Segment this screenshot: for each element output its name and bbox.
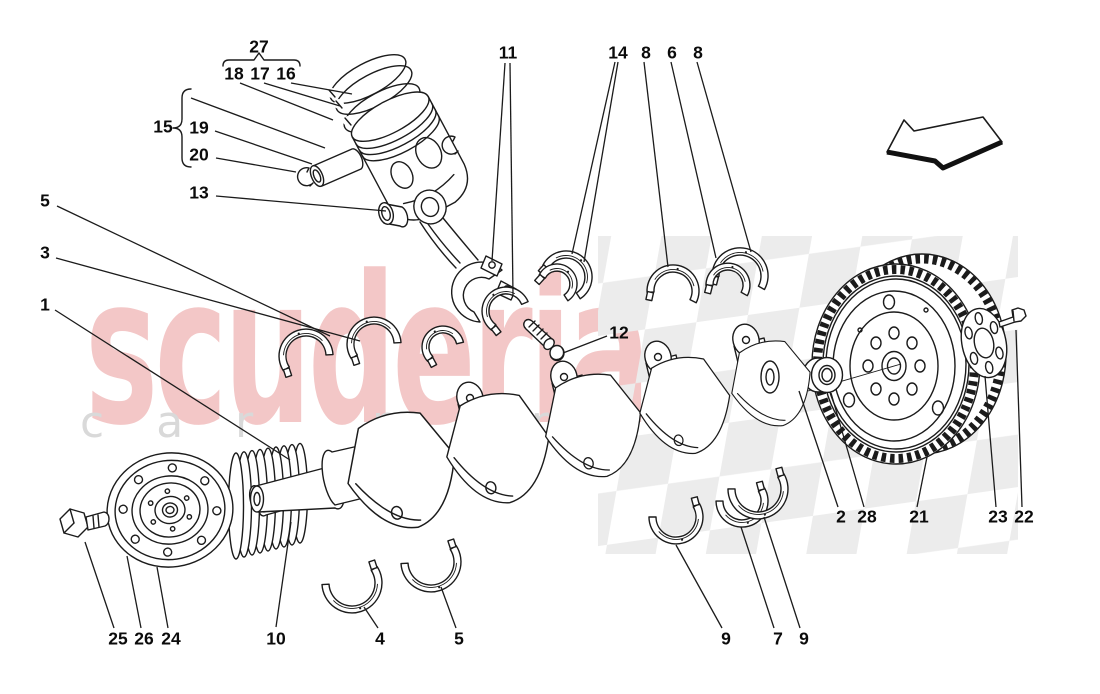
connecting-rod-drawing [413, 189, 517, 323]
bearing-drawing [802, 356, 844, 394]
flywheel-lightening-holes [842, 294, 945, 416]
bracket-27 [222, 52, 301, 67]
watermark-sub-text-car: car [80, 397, 306, 448]
crankshaft-drawing [248, 323, 811, 529]
circlip-left-drawing [296, 166, 314, 187]
pulley-bolt-drawing [59, 508, 110, 538]
leader-lines [54, 61, 1023, 629]
stud-drawing [523, 318, 565, 362]
direction-arrow-icon [886, 116, 1004, 171]
flywheel-bolt-drawing [998, 307, 1027, 328]
wrist-pin-drawing [309, 148, 364, 188]
pulley-drawing [106, 442, 309, 568]
flywheel-bolt-holes [862, 326, 926, 406]
piston-drawing [350, 91, 469, 221]
brace-15 [172, 88, 192, 168]
bushing-drawing [377, 202, 409, 228]
flange-plate-drawing [960, 307, 1008, 379]
circlip-right-drawing [441, 135, 459, 155]
bearing-shells-drawing [278, 247, 789, 614]
